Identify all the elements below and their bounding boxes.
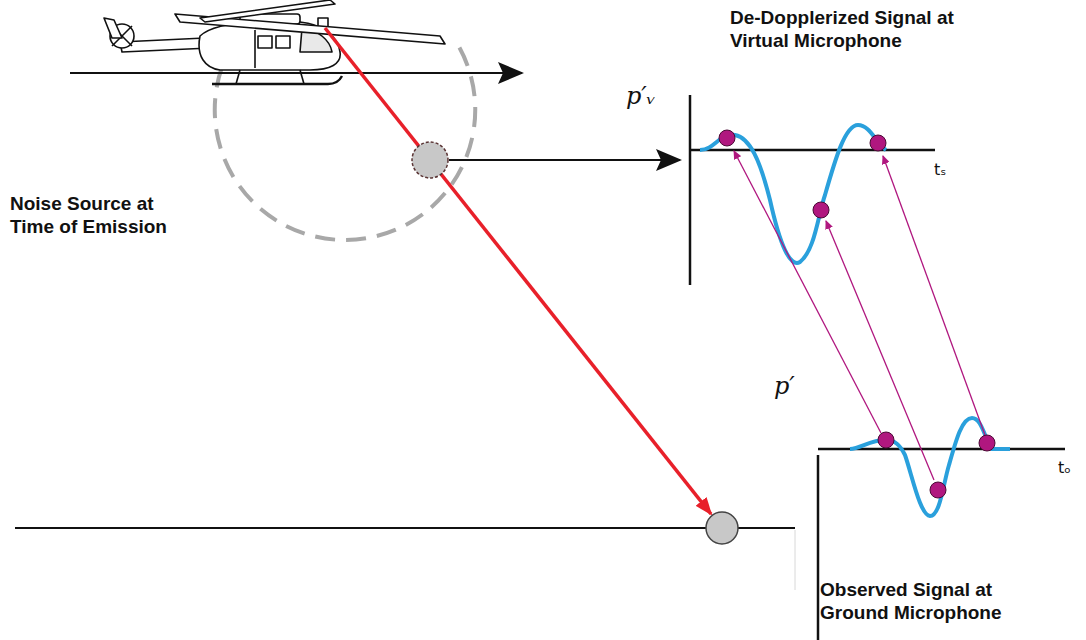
guide-line <box>795 530 796 590</box>
helicopter <box>104 0 445 84</box>
axis-label: tₒ <box>1058 458 1071 478</box>
plot-axis <box>690 149 935 152</box>
figure-label: Noise Source at Time of Emission <box>10 192 200 238</box>
flight-path-arrow <box>70 72 522 74</box>
propagation-ray <box>325 28 711 514</box>
plot-axis <box>817 455 820 640</box>
signal-wave <box>850 418 1010 516</box>
ground-line <box>15 527 795 529</box>
mapping-arrow <box>826 221 934 480</box>
virtual-microphone <box>412 142 448 178</box>
axis-symbol: p′ <box>774 372 795 400</box>
ground-microphone <box>706 512 738 544</box>
axis-symbol: p′ᵥ <box>626 82 656 110</box>
axis-label: tₛ <box>934 160 946 180</box>
signal-wave <box>700 125 886 263</box>
virtual-mic-arrow <box>449 159 680 161</box>
mapping-arrow <box>883 156 985 435</box>
plot-title: De-Dopplerized Signal at Virtual Microph… <box>730 6 970 52</box>
plot-title: Observed Signal at Ground Microphone <box>820 578 1035 624</box>
plot-axis <box>689 95 692 285</box>
sample-dots <box>719 130 995 498</box>
mapping-arrow <box>734 151 881 433</box>
